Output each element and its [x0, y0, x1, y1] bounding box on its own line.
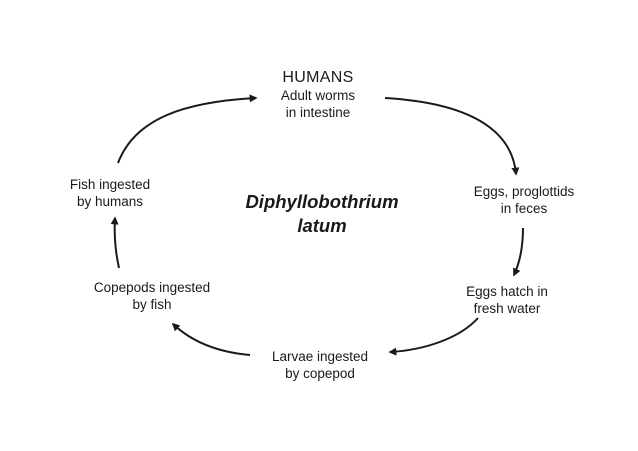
- fish-line-2: by humans: [76, 193, 144, 209]
- arrow-eggs-to-hatch: [513, 227, 524, 277]
- eggs-hatch-line-2: fresh water: [473, 300, 541, 316]
- eggs-hatch-line-1: Eggs hatch in: [466, 284, 548, 299]
- arrow-humans-to-eggs: [384, 97, 520, 176]
- organism-genus: Diphyllobothrium: [245, 191, 399, 212]
- copepods-line-2: by fish: [132, 296, 172, 312]
- arrow-copepods-to-fish: [110, 216, 120, 269]
- node-larvae: Larvae ingested by copepod: [272, 349, 368, 383]
- larvae-line-2: by copepod: [285, 365, 355, 381]
- node-eggs-hatch: Eggs hatch in fresh water: [466, 284, 548, 318]
- organism-name: Diphyllobothrium latum: [245, 190, 398, 237]
- copepods-line-1: Copepods ingested: [93, 280, 211, 295]
- larvae-line-1: Larvae ingested: [271, 349, 369, 364]
- arrow-fish-to-humans: [117, 94, 258, 164]
- node-eggs-feces: Eggs, proglottids in feces: [474, 184, 575, 218]
- organism-species: latum: [297, 214, 347, 236]
- node-fish: Fish ingested by humans: [70, 177, 150, 211]
- humans-title: HUMANS: [282, 69, 354, 86]
- node-humans: HUMANS Adult worms in intestine: [281, 68, 355, 122]
- eggs-feces-line-1: Eggs, proglottids: [473, 184, 575, 199]
- fish-line-1: Fish ingested: [69, 177, 151, 192]
- arrow-hatch-to-larvae: [388, 317, 479, 356]
- node-copepods: Copepods ingested by fish: [94, 280, 210, 314]
- humans-line-1: Adult worms: [280, 88, 356, 103]
- humans-line-2: in intestine: [285, 104, 351, 120]
- arrow-larvae-to-copepods: [171, 322, 251, 356]
- eggs-feces-line-2: in feces: [500, 200, 548, 216]
